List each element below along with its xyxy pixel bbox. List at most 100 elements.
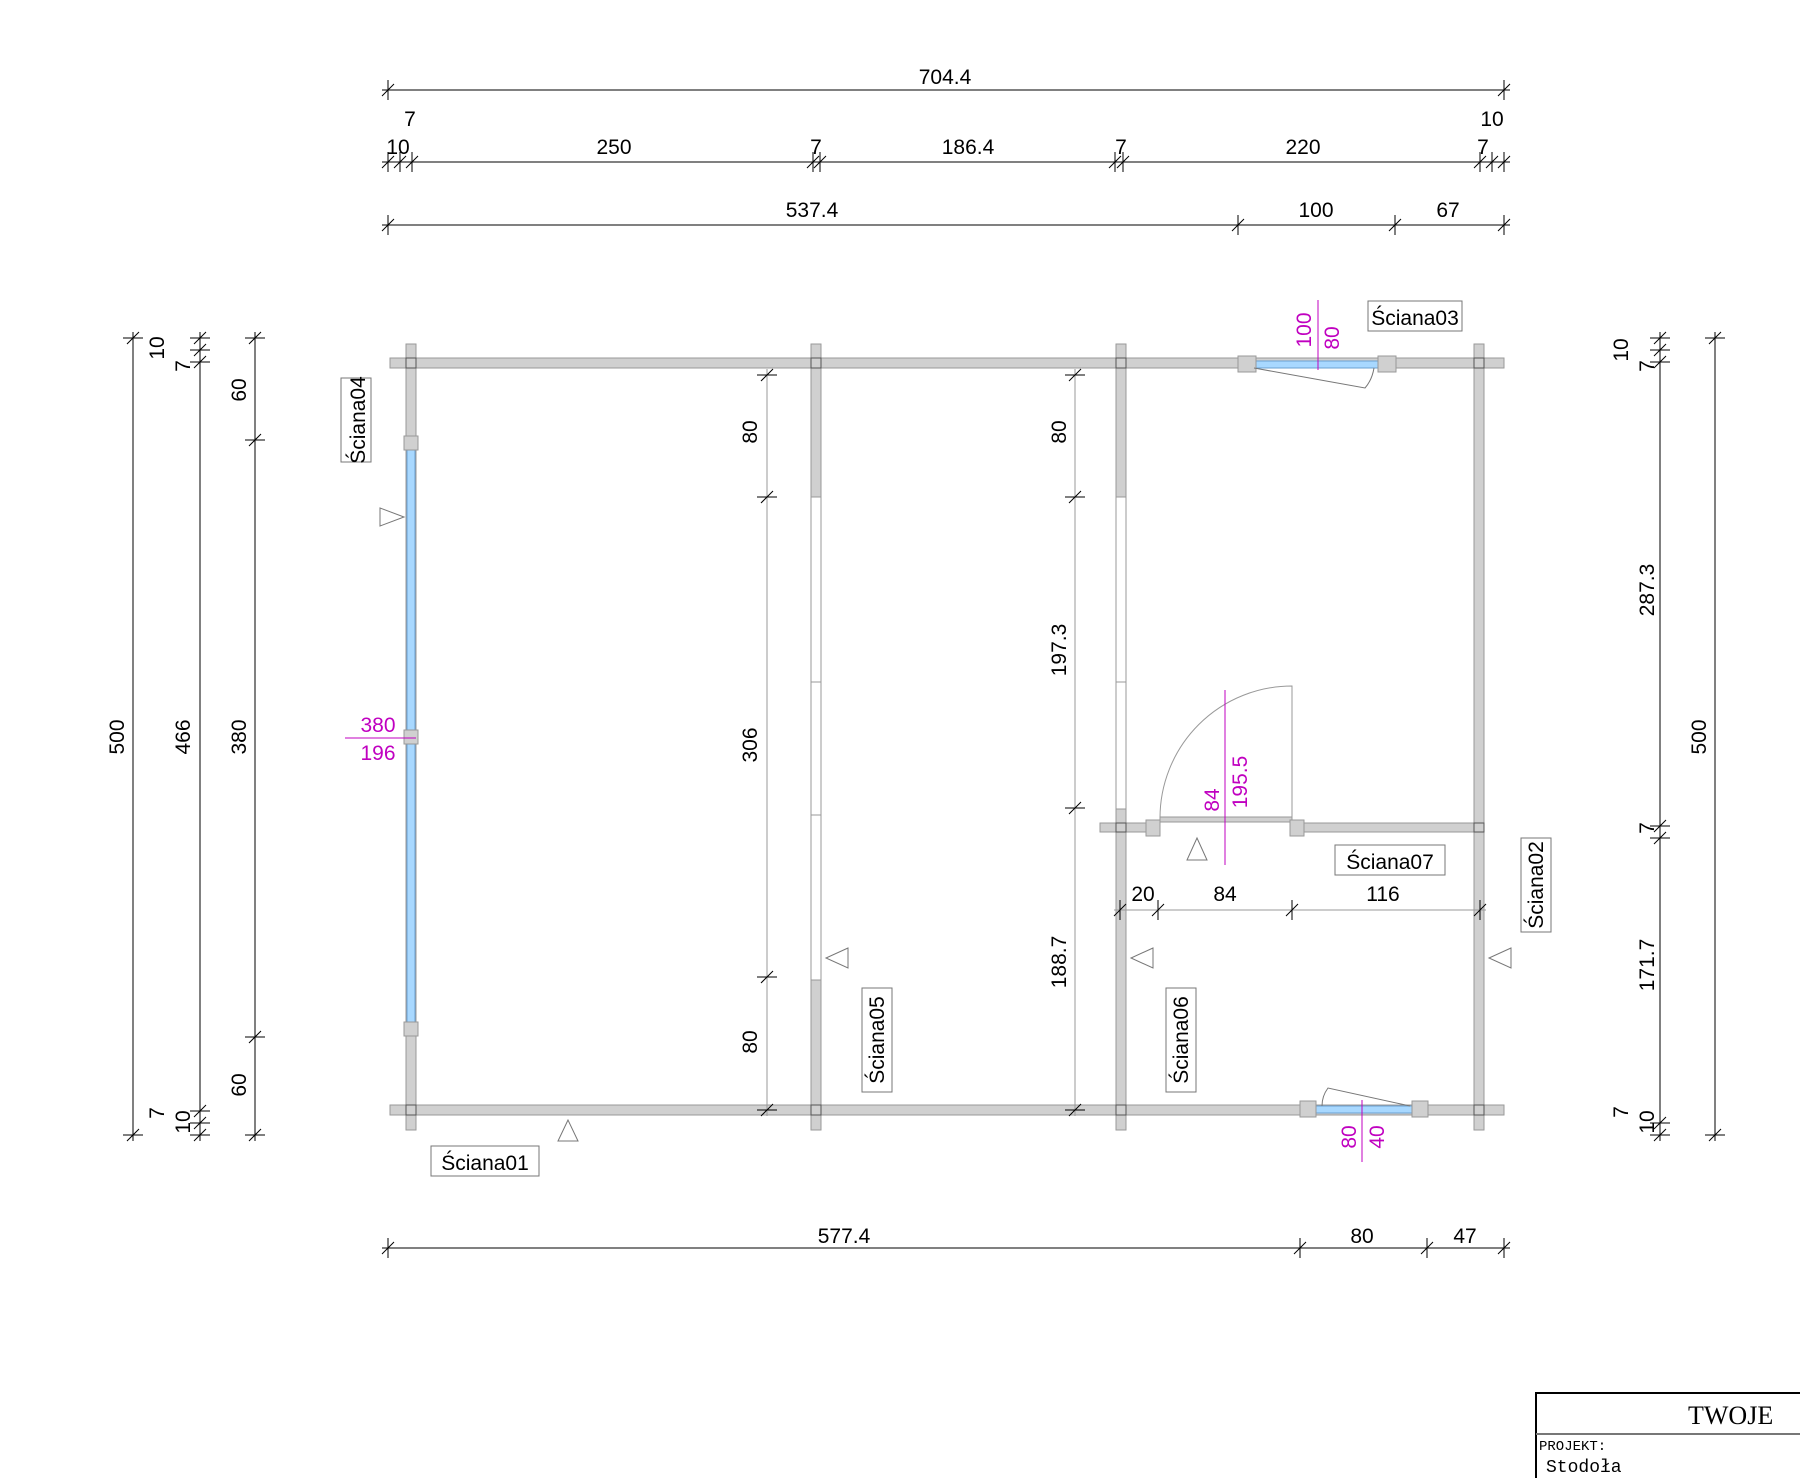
windows xyxy=(403,355,1429,1118)
dimension-line xyxy=(405,155,419,169)
dimension-line xyxy=(760,368,774,382)
dimension-line xyxy=(193,331,207,345)
dimension-line xyxy=(1068,1103,1082,1117)
dimension-line xyxy=(1653,355,1667,369)
dim-label: 80 xyxy=(739,1030,762,1053)
opening-label: 40 xyxy=(1366,1125,1389,1148)
dim-label: 7 xyxy=(1115,136,1127,159)
door-leaf xyxy=(1159,816,1293,823)
dimension-line xyxy=(193,1128,207,1142)
dimension-line xyxy=(1231,218,1245,232)
dimension-line xyxy=(1293,1241,1307,1255)
project-name: Stodoła xyxy=(1546,1458,1622,1478)
opening-label: 100 xyxy=(1293,312,1316,347)
opening-label: 84 xyxy=(1201,788,1224,812)
dim-label: 500 xyxy=(1688,719,1711,754)
dimension-line xyxy=(1497,155,1511,169)
dimension-line xyxy=(1653,831,1667,845)
dim-label: 60 xyxy=(228,378,251,401)
dim-label: 186.4 xyxy=(942,136,995,159)
triangle-marker-icon xyxy=(557,1118,579,1142)
dim-label: 380 xyxy=(228,719,251,754)
dimension-line xyxy=(1653,331,1667,345)
dimension-line xyxy=(1068,490,1082,504)
dim-label: 80 xyxy=(739,420,762,443)
dimension-line xyxy=(193,1104,207,1118)
dimension-line xyxy=(248,1128,262,1142)
dim-label: 84 xyxy=(1213,883,1237,906)
dimension-line xyxy=(1473,155,1487,169)
dim-label: 250 xyxy=(596,136,631,159)
dimension-line xyxy=(1151,903,1165,917)
dim-label: 500 xyxy=(106,719,129,754)
dimension-line xyxy=(381,83,395,97)
dim-label: 10 xyxy=(1480,108,1503,131)
dim-label: 171.7 xyxy=(1636,939,1659,992)
opening-label: 196 xyxy=(360,742,395,765)
wall-06-opening xyxy=(1115,496,1127,810)
dimension-line xyxy=(1708,1128,1722,1142)
opening-label: 195.5 xyxy=(1229,756,1252,809)
wall-label-05: Ściana05 xyxy=(865,996,889,1084)
opening-label: 80 xyxy=(1321,326,1344,349)
dim-top-total: 704.4 xyxy=(919,66,972,89)
dimension-line xyxy=(1068,801,1082,815)
dim-label: 60 xyxy=(228,1073,251,1096)
dim-label: 306 xyxy=(739,727,762,762)
dim-label: 197.3 xyxy=(1048,624,1071,677)
dim-label: 10 xyxy=(1636,1110,1659,1133)
dimension-line xyxy=(1116,155,1130,169)
dimension-line xyxy=(1708,331,1722,345)
opening-label: 80 xyxy=(1338,1125,1361,1148)
dim-label: 80 xyxy=(1048,420,1071,443)
dimension-line xyxy=(1113,903,1127,917)
dimension-line xyxy=(381,218,395,232)
dimension-line xyxy=(813,155,827,169)
triangle-marker-icon xyxy=(379,507,406,527)
dim-label: 466 xyxy=(172,719,195,754)
dim-label: 220 xyxy=(1285,136,1320,159)
bottom-window xyxy=(1315,1105,1413,1114)
dimension-line xyxy=(248,331,262,345)
dimension-line xyxy=(126,331,140,345)
dimension-line xyxy=(193,355,207,369)
dimension-line xyxy=(1473,903,1487,917)
wall-label-04: Ściana04 xyxy=(346,376,370,464)
dimension-line xyxy=(248,1030,262,1044)
dimension-line xyxy=(1420,1241,1434,1255)
wall-label-07: Ściana07 xyxy=(1346,850,1434,874)
dimension-line xyxy=(1108,155,1122,169)
dimension-line xyxy=(381,1241,395,1255)
triangle-marker-icon xyxy=(1487,947,1512,969)
dim-label: 116 xyxy=(1366,883,1399,906)
dim-label: 7 xyxy=(1636,822,1659,834)
dim-label: 10 xyxy=(146,336,169,359)
dim-label: 10 xyxy=(172,1110,195,1133)
company-name: TWOJE xyxy=(1688,1401,1773,1430)
triangle-marker-icon xyxy=(824,947,849,969)
title-block: TWOJE PROJEKT: Stodoła xyxy=(1535,1392,1800,1478)
dimension-line xyxy=(1653,1128,1667,1142)
dimension-line xyxy=(393,155,407,169)
wall-label-02: Ściana02 xyxy=(1524,841,1548,929)
dimension-line xyxy=(760,490,774,504)
dimension-line xyxy=(1653,1116,1667,1130)
dim-label: 7 xyxy=(146,1107,169,1119)
dim-label: 7 xyxy=(810,136,822,159)
wall-label-03: Ściana03 xyxy=(1371,306,1459,330)
dim-label: 7 xyxy=(1477,136,1489,159)
dimension-line xyxy=(1068,368,1082,382)
dimension-line xyxy=(1485,155,1499,169)
dimension-line xyxy=(248,433,262,447)
door-swing-arc xyxy=(1159,685,1293,819)
dim-label: 577.4 xyxy=(818,1225,871,1248)
dimension-line xyxy=(760,1103,774,1117)
dimension-line xyxy=(806,155,820,169)
wall-label-06: Ściana06 xyxy=(1169,996,1193,1084)
dimension-line xyxy=(1497,218,1511,232)
dim-label: 537.4 xyxy=(786,199,839,222)
dim-label: 7 xyxy=(172,360,195,372)
project-label: PROJEKT: xyxy=(1539,1439,1606,1455)
dimension-line xyxy=(760,970,774,984)
